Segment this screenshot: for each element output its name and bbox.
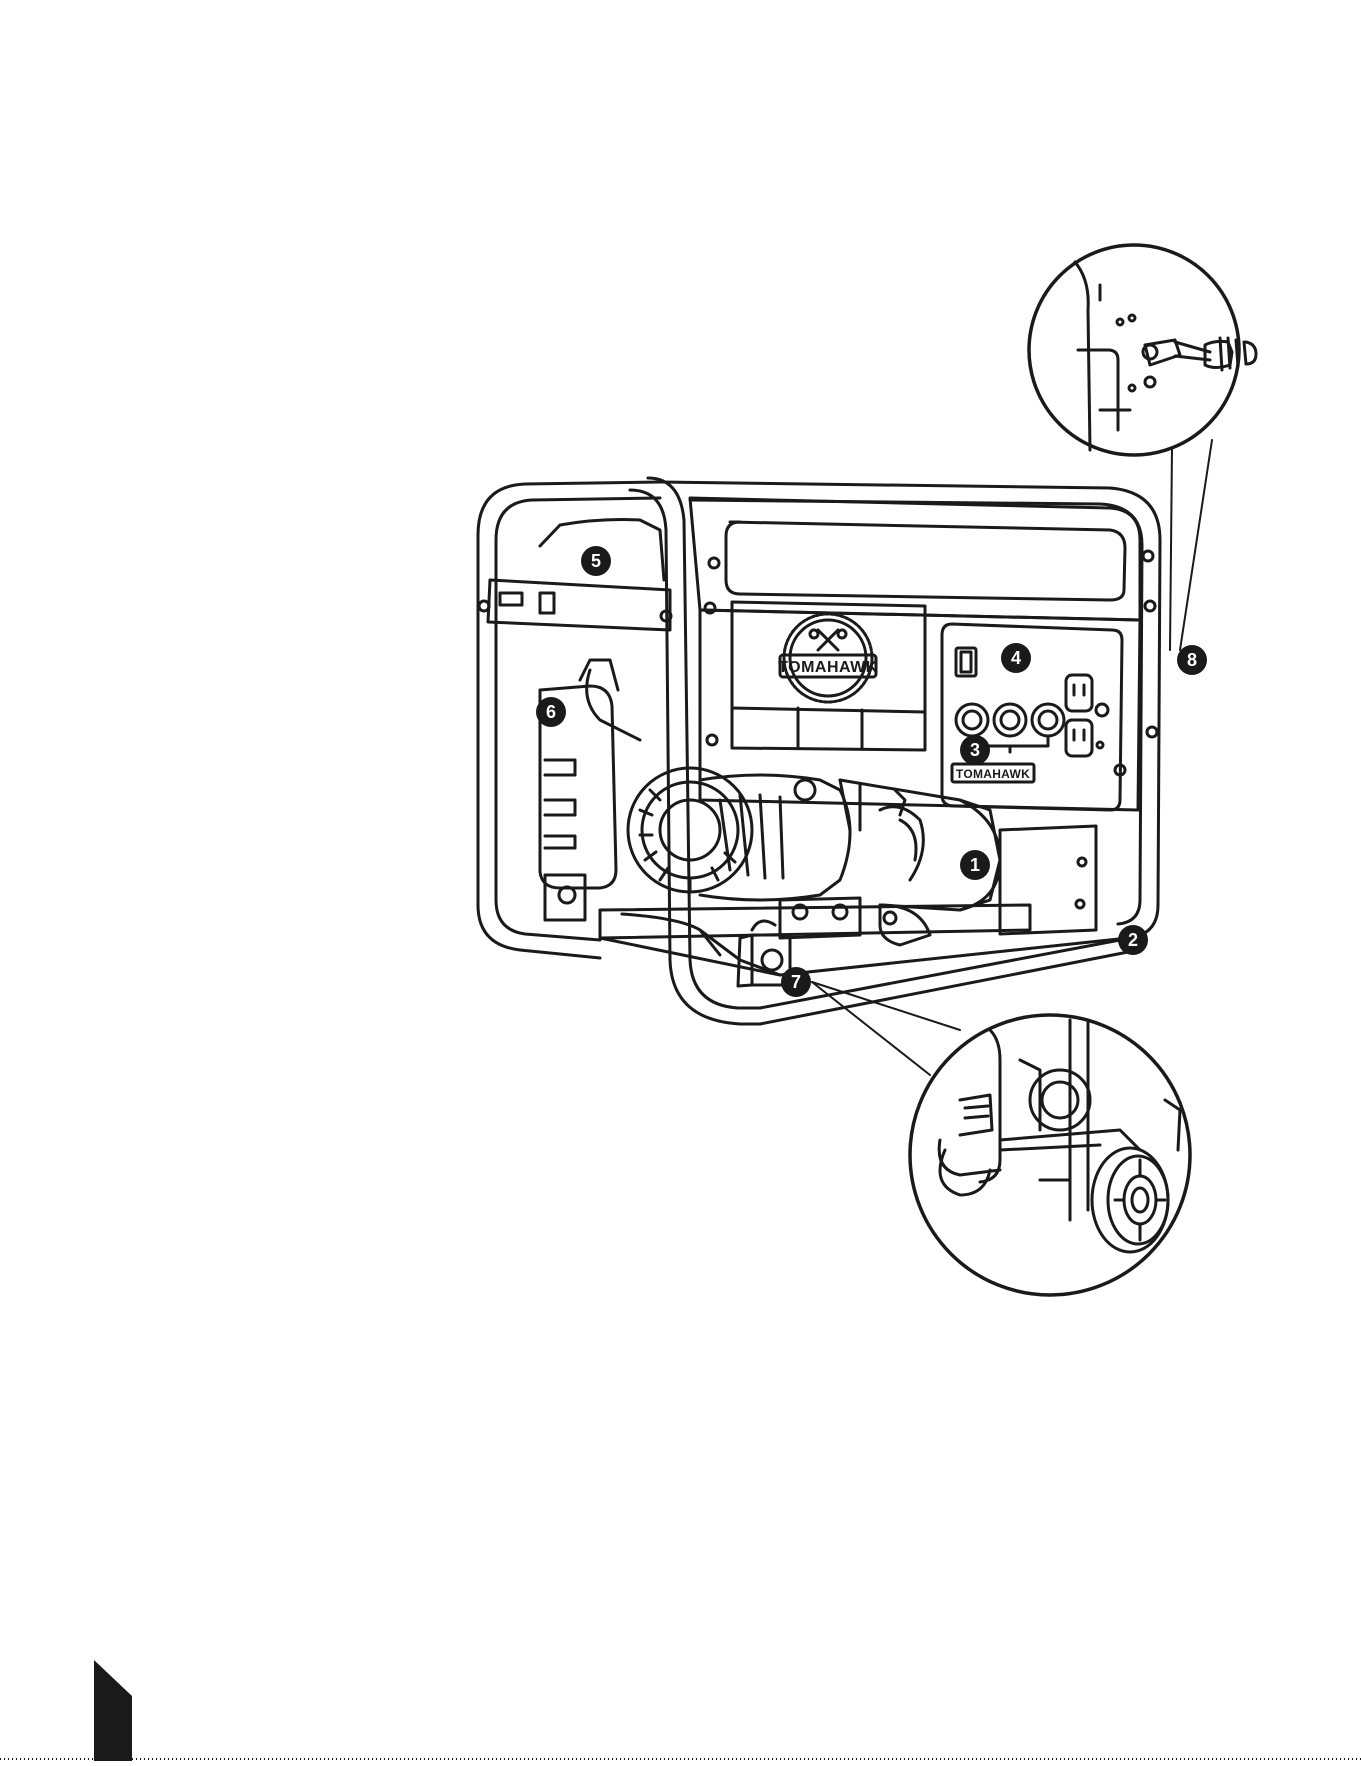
- callout-4-label: 4: [1011, 648, 1021, 668]
- callout-7: 7: [781, 967, 811, 997]
- callout-5-label: 5: [591, 551, 601, 571]
- callout-2: 2: [1118, 925, 1148, 955]
- callout-6-label: 6: [546, 702, 556, 722]
- callout-7-label: 7: [791, 972, 801, 992]
- generator-body: [478, 478, 1160, 1024]
- callout-2-label: 2: [1128, 930, 1138, 950]
- inset-top-leaders: [1170, 440, 1212, 650]
- callout-8-label: 8: [1187, 650, 1197, 670]
- callout-4: 4: [1001, 643, 1031, 673]
- page-corner-tab: [94, 1660, 132, 1761]
- inset-bottom-leaders: [812, 982, 960, 1075]
- logo-text: TOMAHAWK: [778, 659, 878, 676]
- callout-8: 8: [1177, 645, 1207, 675]
- callout-1: 1: [960, 850, 990, 880]
- callout-6: 6: [536, 697, 566, 727]
- panel-nameplate-text: TOMAHAWK: [956, 767, 1030, 781]
- callout-1-label: 1: [970, 855, 980, 875]
- inset-top: [1029, 245, 1256, 455]
- callout-3-label: 3: [970, 740, 980, 760]
- callout-3: 3: [960, 735, 990, 765]
- callout-5: 5: [581, 546, 611, 576]
- inset-bottom: [910, 1015, 1190, 1295]
